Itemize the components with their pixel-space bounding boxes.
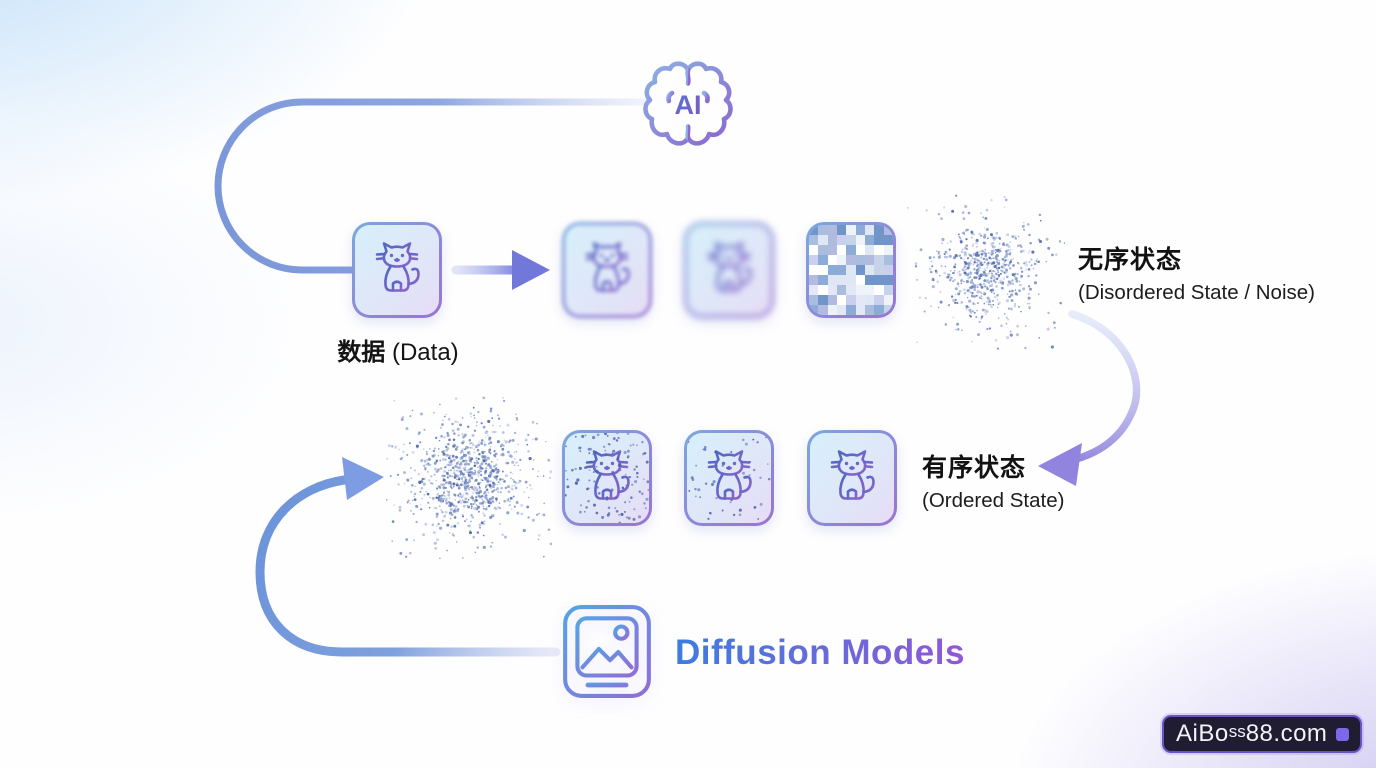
- noise-scatter-cloud-bottom: [386, 396, 552, 560]
- watermark-badge: AiBoss88.com: [1162, 715, 1363, 753]
- disordered-state-label: 无序状态 (Disordered State / Noise): [1078, 240, 1315, 305]
- diagram-title: Diffusion Models: [675, 633, 965, 672]
- watermark-square-icon: [1336, 727, 1350, 741]
- disordered-to-ordered-curve: [1060, 310, 1141, 466]
- ordered-state-zh: 有序状态: [922, 454, 1027, 482]
- picture-icon: [560, 602, 654, 701]
- blurred-cat-image-1: [562, 222, 652, 318]
- ai-brain-icon: AI: [638, 54, 738, 162]
- ordered-state-label: 有序状态 (Ordered State): [922, 448, 1064, 513]
- forward-arrow-head: [512, 250, 550, 290]
- ai-brain-label: AI: [675, 90, 702, 120]
- disordered-state-zh: 无序状态: [1078, 246, 1183, 274]
- clean-cat-image: [807, 430, 897, 526]
- noise-dots-overlay: [687, 436, 771, 520]
- blurred-cat-image-2: [684, 222, 774, 318]
- curve-arrow-head-right: [342, 457, 384, 500]
- watermark-text-a: AiBo: [1176, 720, 1229, 747]
- watermark-text-c: 88.com: [1245, 720, 1328, 747]
- watermark-text-b: ss: [1228, 722, 1246, 741]
- noise-dots-overlay: [565, 433, 649, 523]
- ordered-state-en: (Ordered State): [922, 489, 1065, 512]
- disordered-state-en: (Disordered State / Noise): [1078, 281, 1315, 304]
- data-label-en: (Data): [391, 339, 459, 366]
- pixelated-noise-image: [806, 222, 896, 318]
- pixel-noise-grid: [809, 225, 893, 315]
- noisy-cat-image-heavy: [562, 430, 652, 526]
- data-label: 数据 (Data): [310, 332, 486, 367]
- data-cat-image: [352, 222, 442, 318]
- noisy-cat-image-light: [684, 430, 774, 526]
- watermark-text: AiBoss88.com: [1176, 720, 1327, 748]
- data-label-zh: 数据: [337, 339, 386, 366]
- noise-scatter-cloud-top: [906, 194, 1065, 350]
